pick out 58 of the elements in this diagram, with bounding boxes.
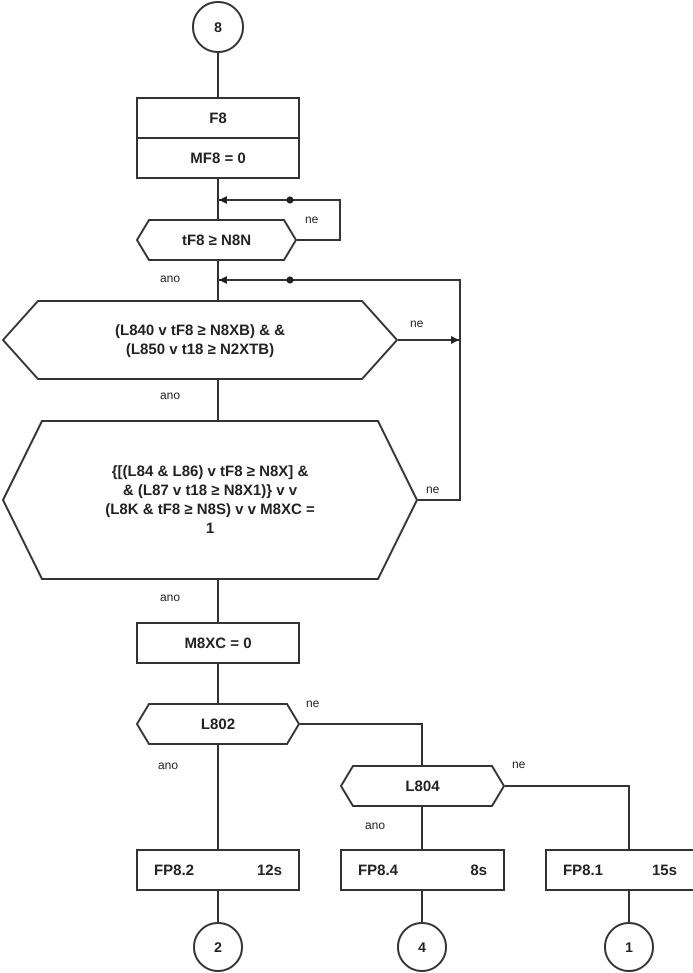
node-text: FP8.4 [358, 860, 398, 880]
connector-circle [604, 922, 654, 972]
connector-line [217, 179, 219, 219]
connector-circle [193, 922, 243, 972]
connector-line [217, 380, 219, 420]
connector-line [421, 891, 423, 922]
decision-hexagon [2, 420, 418, 580]
decision-hexagon [136, 219, 297, 261]
process-box [136, 849, 300, 891]
edge-label: ne [306, 696, 320, 710]
process-box [136, 622, 300, 664]
process-box [545, 849, 693, 891]
duration-text: 15s [652, 860, 677, 880]
connector-line [300, 723, 423, 765]
edge-label: ano [365, 818, 386, 832]
connector-line [217, 664, 219, 703]
connector-line [421, 807, 423, 849]
edge-label: ne [410, 316, 424, 330]
arrow [398, 336, 459, 344]
decision-hexagon [136, 703, 300, 745]
connector-line [217, 745, 219, 849]
edge-label: ano [160, 590, 180, 604]
edge-label: ano [160, 271, 180, 285]
node-text: FP8.2 [154, 860, 194, 880]
connector-line [217, 891, 219, 922]
duration-text: 12s [256, 860, 282, 880]
node-text: M8XC = 0 [184, 634, 252, 652]
connector-circle [192, 1, 244, 53]
node-text: 8 [214, 18, 222, 36]
arrow [219, 196, 341, 241]
connector-line [217, 53, 219, 97]
process-box [340, 849, 505, 891]
edge-label: ano [158, 758, 178, 772]
decision-hexagon [340, 765, 505, 807]
node-text: FP8.1 [563, 860, 604, 880]
connector-line [505, 785, 630, 849]
connector-line [217, 580, 219, 622]
condition-text: (L840 v tF8 ≥ N8XB) & & (L850 v t18 ≥ N2XTB) [114, 321, 286, 359]
condition-text: L804 [405, 776, 440, 796]
edge-label: ne [512, 757, 526, 771]
connector-line [628, 891, 630, 922]
duration-text: 8s [470, 860, 487, 880]
node-text: 2 [214, 938, 222, 956]
edge-label: ne [305, 212, 318, 226]
condition-text: tF8 ≥ N8N [182, 230, 252, 250]
decision-hexagon [2, 300, 398, 380]
edge-label: ne [426, 482, 440, 496]
node-text: MF8 = 0 [138, 137, 298, 177]
node-text: 4 [418, 938, 426, 956]
process-box [136, 97, 300, 179]
condition-text: {[(L84 & L86) v tF8 ≥ N8X] & & (L87 v t18 ≥ N8X1)} v v (L8K & tF8 ≥ N8S) v v M8XC = 1 [105, 462, 315, 538]
node-text: F8 [208, 108, 228, 128]
arrow [219, 276, 461, 501]
connector-line [217, 261, 219, 300]
node-text: 1 [625, 938, 633, 956]
condition-text: L802 [200, 714, 236, 734]
edge-label: ano [160, 388, 180, 402]
connector-circle [397, 922, 447, 972]
